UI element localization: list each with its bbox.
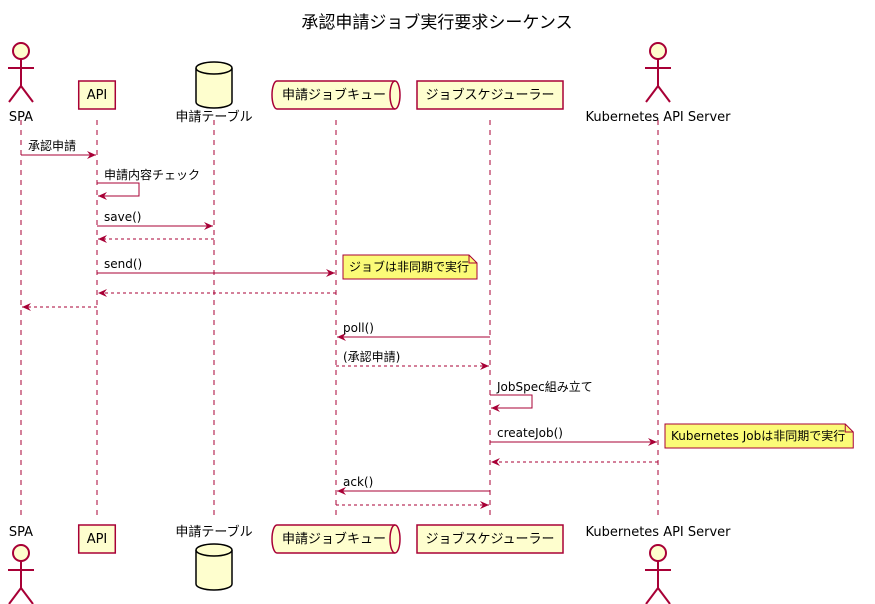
participant-box (416, 80, 564, 110)
participant-label: SPA (9, 110, 33, 125)
message-label: JobSpec組み立て (496, 379, 593, 394)
participants: SPASPAAPIAPI申請テーブル申請テーブル申請ジョブキュー申請ジョブキュー… (8, 42, 731, 604)
participant-table-bottom: 申請テーブル (175, 524, 253, 591)
message-label: poll() (343, 321, 374, 335)
participant-label: 申請ジョブキュー (282, 531, 386, 547)
note-text: Kubernetes Jobは非同期で実行 (671, 428, 845, 443)
database-icon (195, 543, 233, 591)
note-text: ジョブは非同期で実行 (349, 259, 469, 274)
queue-icon (271, 524, 401, 554)
message-label: 申請内容チェック (104, 167, 200, 182)
participant-label: ジョブスケジューラー (425, 87, 554, 103)
message-2: 申請内容チェック (97, 167, 200, 200)
participant-label: Kubernetes API Server (585, 525, 731, 540)
message-8: poll() (337, 321, 490, 341)
participant-label: 申請ジョブキュー (282, 87, 386, 103)
participant-spa-bottom: SPA (8, 525, 34, 604)
message-10: JobSpec組み立て (490, 379, 593, 412)
participant-k8s-top: Kubernetes API Server (585, 42, 731, 125)
message-1: 承認申請 (21, 138, 96, 159)
message-5: send() (97, 257, 335, 277)
database-icon (195, 61, 233, 109)
message-9: (承認申請) (336, 349, 489, 370)
participant-box (77, 80, 117, 110)
message-3: save() (97, 210, 213, 230)
participant-spa-top: SPA (8, 42, 34, 125)
participant-scheduler-bottom: ジョブスケジューラー (416, 524, 564, 554)
participant-label: ジョブスケジューラー (425, 531, 554, 547)
participant-queue-bottom: 申請ジョブキュー (271, 524, 401, 554)
message-label: 承認申請 (28, 138, 76, 153)
participant-label: Kubernetes API Server (585, 110, 731, 125)
note-1: ジョブは非同期で実行 (342, 254, 478, 280)
message-13: ack() (337, 475, 490, 495)
participant-box (416, 524, 564, 554)
participant-label: 申請テーブル (175, 109, 252, 125)
message-label: send() (104, 257, 142, 271)
message-11: createJob() (490, 426, 657, 446)
actor-icon (8, 544, 34, 604)
self-message-arrow (490, 394, 533, 412)
notes: ジョブは非同期で実行 Kubernetes Jobは非同期で実行 (342, 254, 854, 449)
message-label: save() (104, 210, 141, 224)
message-label: (承認申請) (343, 349, 400, 364)
participant-scheduler-top: ジョブスケジューラー (416, 80, 564, 110)
note-2: Kubernetes Jobは非同期で実行 (664, 423, 854, 449)
diagram-title: 承認申請ジョブ実行要求シーケンス (301, 12, 572, 33)
actor-icon (645, 544, 671, 604)
participant-label: API (87, 532, 108, 547)
message-label: createJob() (497, 426, 563, 440)
queue-icon (271, 80, 401, 110)
self-message-arrow (97, 182, 140, 200)
participant-queue-top: 申請ジョブキュー (271, 80, 401, 110)
participant-label: 申請テーブル (175, 524, 252, 540)
participant-box (77, 524, 117, 554)
lifelines (20, 120, 659, 518)
participant-api-top: API (77, 80, 117, 110)
actor-icon (8, 42, 34, 103)
message-label: ack() (343, 475, 373, 489)
actor-icon (645, 42, 671, 103)
participant-table-top: 申請テーブル (175, 61, 253, 125)
participant-label: SPA (9, 525, 33, 540)
participant-label: API (87, 88, 108, 103)
participant-k8s-bottom: Kubernetes API Server (585, 525, 731, 604)
participant-api-bottom: API (77, 524, 117, 554)
